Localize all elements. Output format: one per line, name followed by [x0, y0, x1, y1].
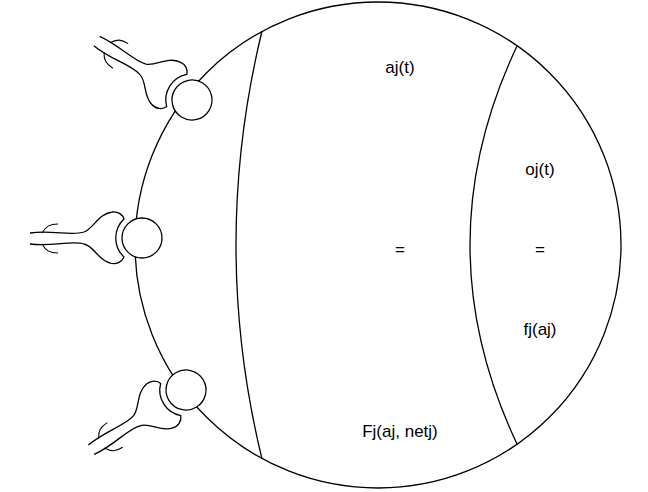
formula-text: Fj(aj, netj) — [300, 422, 500, 442]
formula-text: oj(t) — [480, 160, 600, 180]
formula-text: = — [300, 240, 500, 260]
formula-text: = — [480, 240, 600, 260]
cell-body-outline — [135, 2, 621, 488]
formula-text: aj(t) — [300, 58, 500, 78]
synapse-symbol — [77, 357, 216, 471]
synapse-symbol — [83, 18, 222, 132]
output-region-boundary — [470, 46, 517, 444]
formula-text: fj(aj) — [480, 320, 600, 340]
region-box: oj(t) = fj(aj) — [480, 140, 600, 360]
input-region-boundary — [236, 31, 262, 459]
region-box: aj(t) = Fj(aj, netj) — [300, 40, 500, 460]
synapse-symbol — [30, 212, 162, 264]
